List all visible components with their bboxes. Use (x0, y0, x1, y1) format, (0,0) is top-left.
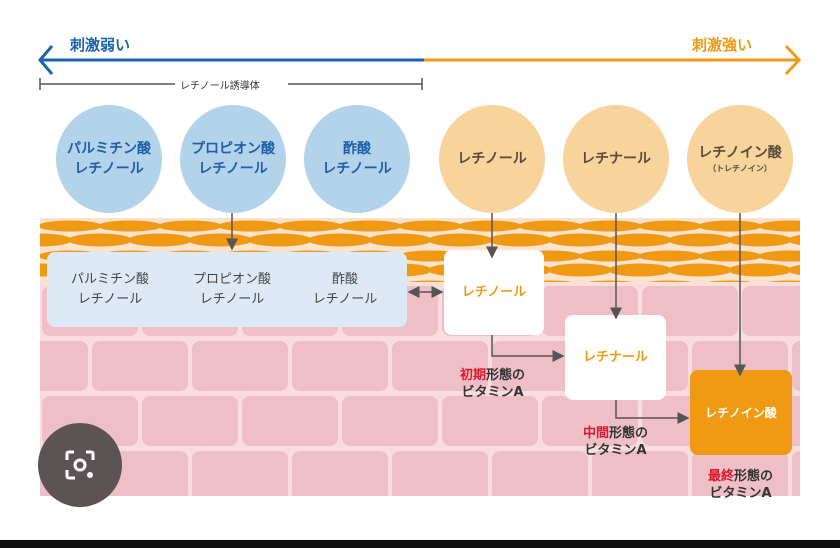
box-label: レチノール (199, 291, 265, 307)
box-retinyl-palmitate: パルミチン酸レチノール (55, 262, 165, 317)
note-text: 形態の (609, 426, 649, 441)
circle-retinoic-acid: レチノイン酸 （トレチノイン） (687, 105, 793, 213)
circle-label: レチノール (322, 161, 392, 177)
circle-label: 酢酸 (343, 141, 371, 157)
note-highlight: 初期 (459, 368, 486, 383)
box-label: パルミチン酸 (70, 271, 149, 287)
circle-label: レチノール (198, 161, 268, 177)
middle-form-note: 中間形態のビタミンA (563, 425, 668, 459)
note-text: ビタミンA (709, 486, 772, 501)
circle-label: レチナール (581, 151, 651, 167)
box-label: レチノール (77, 291, 143, 307)
strong-label: 刺激強い (692, 36, 753, 54)
box-retinyl-propionate: プロピオン酸レチノール (177, 262, 287, 317)
retinol-box: レチノール (444, 250, 544, 335)
circle-retinal: レチナール (563, 105, 669, 213)
circle-retinyl-propionate: プロピオン酸レチノール (180, 105, 286, 213)
retinal-box: レチナール (565, 315, 666, 400)
derivative-box (47, 252, 407, 327)
retinoic-label: レチノイン酸 (705, 405, 777, 420)
retinal-label: レチナール (582, 349, 648, 365)
note-text: ビタミンA (461, 385, 524, 400)
retinol-label: レチノール (461, 284, 527, 300)
note-highlight: 中間 (582, 426, 609, 441)
circle-label: レチノール (74, 161, 144, 177)
box-label: 酢酸 (331, 271, 358, 287)
circle-retinyl-acetate: 酢酸レチノール (304, 105, 410, 213)
circle-label: プロピオン酸 (191, 141, 275, 157)
circle-label: パルミチン酸 (67, 141, 151, 157)
circle-label: レチノール (457, 151, 527, 167)
circle-label: レチノイン酸 (698, 145, 782, 161)
note-highlight: 最終 (707, 469, 734, 484)
weak-label: 刺激弱い (70, 36, 131, 54)
note-text: 形態の (486, 368, 526, 383)
box-label: レチノール (312, 291, 378, 307)
note-text: ビタミンA (584, 443, 647, 458)
derivative-bracket-label: レチノール誘導体 (180, 81, 260, 92)
note-text: 形態の (734, 469, 774, 484)
retinoic-acid-box: レチノイン酸 (690, 370, 792, 455)
circle-retinyl-palmitate: パルミチン酸レチノール (56, 105, 162, 213)
lens-button[interactable] (38, 423, 122, 507)
box-label: プロピオン酸 (192, 271, 271, 287)
box-retinyl-acetate: 酢酸レチノール (290, 262, 400, 317)
bottom-bar (0, 540, 840, 548)
final-form-note: 最終形態のビタミンA (688, 468, 793, 502)
early-form-note: 初期形態のビタミンA (440, 367, 545, 401)
circle-sublabel: （トレチノイン） (708, 164, 772, 173)
circle-retinol: レチノール (439, 105, 545, 213)
lens-icon (65, 450, 95, 480)
